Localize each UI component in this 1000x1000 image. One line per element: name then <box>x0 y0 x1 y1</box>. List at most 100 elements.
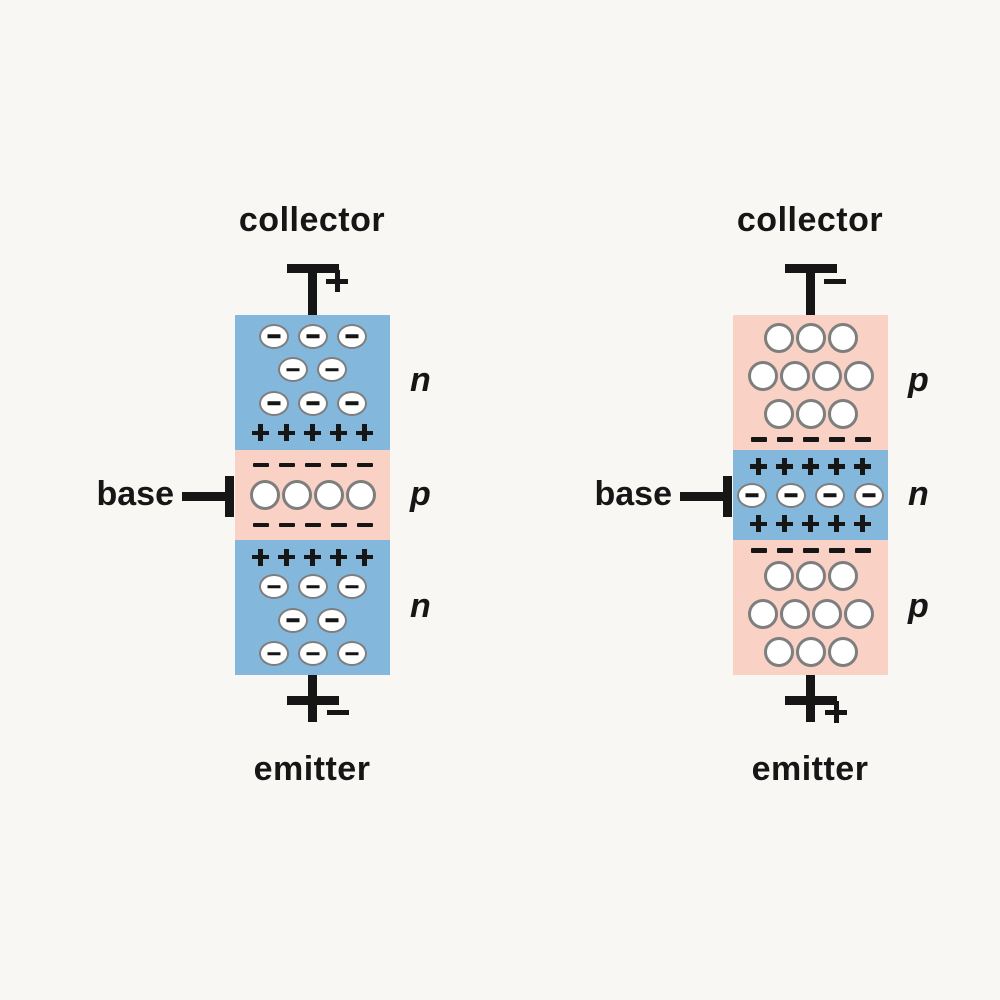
plus-icon <box>802 457 819 475</box>
dash-row <box>252 462 373 468</box>
dash-icon <box>252 462 269 468</box>
hole-icon <box>795 323 826 354</box>
plus-icon <box>278 548 295 566</box>
hole-row <box>763 323 858 354</box>
plus-icon <box>750 457 767 475</box>
hole-icon <box>763 323 794 354</box>
region-label-bottom: n <box>410 587 431 625</box>
emitter-terminal-bar <box>287 696 339 705</box>
electron-icon <box>336 323 367 349</box>
base-p-region <box>235 450 390 540</box>
dash-icon <box>356 462 373 468</box>
electron-icon <box>297 390 328 416</box>
dash-icon <box>750 437 767 442</box>
region-label-top: n <box>410 361 431 399</box>
hole-icon <box>779 361 810 392</box>
emitter-polarity-plus-icon <box>825 701 847 723</box>
hole-icon <box>747 598 778 629</box>
dash-row <box>750 437 871 442</box>
dash-icon <box>278 462 295 468</box>
hole-icon <box>779 598 810 629</box>
hole-row <box>249 480 376 510</box>
dash-icon <box>330 522 347 528</box>
electron-icon <box>278 357 308 383</box>
base-terminal-stem <box>680 492 728 501</box>
plus-icon <box>828 515 845 533</box>
hole-icon <box>843 361 874 392</box>
hole-row <box>747 361 874 392</box>
hole-icon <box>747 361 778 392</box>
emitter-label: emitter <box>751 750 869 788</box>
dash-icon <box>802 437 819 442</box>
hole-icon <box>313 480 344 510</box>
hole-row <box>763 560 858 591</box>
emitter-terminal-bar <box>785 696 837 705</box>
collector-n-region <box>235 315 390 450</box>
hole-row <box>747 598 874 629</box>
hole-icon <box>795 399 826 430</box>
plus-row <box>750 457 871 475</box>
region-label-top: p <box>908 361 929 399</box>
dash-row <box>750 548 871 553</box>
hole-icon <box>281 480 312 510</box>
hole-icon <box>827 560 858 591</box>
electron-icon <box>297 323 328 349</box>
electron-icon <box>258 390 289 416</box>
dash-icon <box>776 437 793 442</box>
plus-icon <box>278 424 295 442</box>
electron-row <box>258 574 367 600</box>
electron-icon <box>317 607 347 633</box>
plus-row <box>750 515 871 533</box>
region-label-bottom: p <box>908 587 929 625</box>
electron-icon <box>258 323 289 349</box>
npn-transistor-diagram: collector base n p n emitter <box>62 195 522 820</box>
plus-icon <box>802 515 819 533</box>
plus-icon <box>252 424 269 442</box>
electron-icon <box>336 641 367 667</box>
hole-icon <box>811 361 842 392</box>
collector-polarity-plus-icon <box>326 270 348 292</box>
hole-icon <box>827 323 858 354</box>
electron-icon <box>297 641 328 667</box>
region-label-middle: p <box>410 475 431 513</box>
emitter-label: emitter <box>253 750 371 788</box>
region-label-middle: n <box>908 475 929 513</box>
emitter-p-region <box>733 540 888 675</box>
hole-row <box>763 399 858 430</box>
base-terminal-cap <box>723 476 732 517</box>
base-terminal-stem <box>182 492 230 501</box>
plus-row <box>252 548 373 566</box>
hole-icon <box>827 636 858 667</box>
electron-icon <box>258 574 289 600</box>
hole-icon <box>763 636 794 667</box>
plus-icon <box>776 457 793 475</box>
base-terminal-cap <box>225 476 234 517</box>
plus-icon <box>330 548 347 566</box>
electron-icon <box>297 574 328 600</box>
dash-icon <box>330 462 347 468</box>
hole-icon <box>795 560 826 591</box>
plus-icon <box>854 457 871 475</box>
electron-icon <box>258 641 289 667</box>
collector-terminal-stem <box>308 264 317 315</box>
plus-icon <box>776 515 793 533</box>
plus-icon <box>356 424 373 442</box>
hole-icon <box>763 399 794 430</box>
dash-icon <box>828 548 845 553</box>
dash-icon <box>304 522 321 528</box>
dash-row <box>252 522 373 528</box>
electron-row <box>278 607 347 633</box>
electron-icon <box>776 482 806 508</box>
plus-icon <box>854 515 871 533</box>
plus-icon <box>356 548 373 566</box>
dash-icon <box>776 548 793 553</box>
plus-icon <box>750 515 767 533</box>
electron-icon <box>278 607 308 633</box>
plus-icon <box>304 424 321 442</box>
hole-icon <box>827 399 858 430</box>
base-n-region <box>733 450 888 540</box>
electron-row <box>258 390 367 416</box>
electron-icon <box>317 357 347 383</box>
plus-icon <box>828 457 845 475</box>
